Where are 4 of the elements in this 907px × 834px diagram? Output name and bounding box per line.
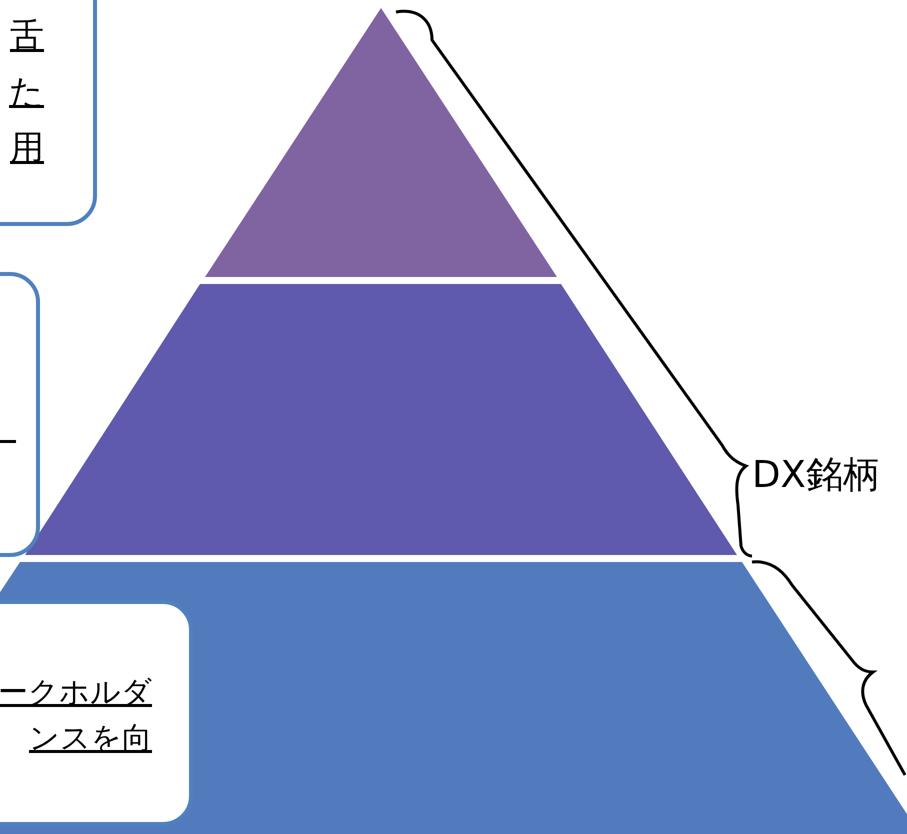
box-text: ークホルダンスを向 <box>0 674 152 758</box>
box-text: 舌た用 <box>8 15 44 170</box>
brace-label: DX銘柄 <box>752 452 880 498</box>
rounded-box <box>0 600 193 826</box>
